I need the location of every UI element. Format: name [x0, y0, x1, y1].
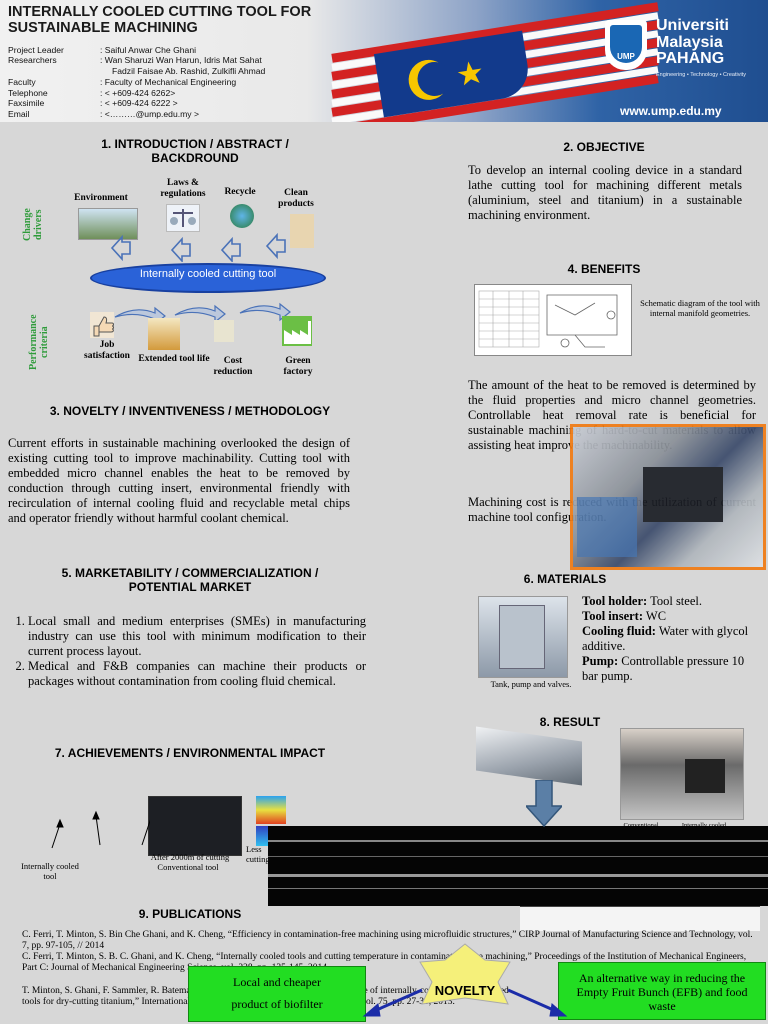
market-item-1: Local small and medium enterprises (SMEs…: [28, 614, 366, 659]
material-cooling-fluid: Cooling fluid: Water with glycol additiv…: [582, 624, 749, 653]
recycle-globe-icon: [230, 204, 254, 228]
schematic-diagram: [474, 284, 632, 356]
novelty-label: NOVELTY: [434, 983, 496, 998]
render-artifact-block: [268, 826, 768, 906]
result-down-arrow: [526, 780, 562, 828]
objective-text: To develop an internal cooling device in…: [468, 163, 742, 222]
university-website: www.ump.edu.my: [620, 104, 722, 118]
section9-heading: 9. PUBLICATIONS: [138, 907, 242, 921]
driver-environment: Environment: [74, 193, 128, 203]
info-faculty: Faculty: Faculty of Mechanical Engineeri…: [8, 77, 237, 87]
driver-laws: Laws & regulations: [160, 178, 206, 199]
driver-recycle: Recycle: [224, 187, 256, 197]
info-telephone: Telephone: < +609-424 6262>: [8, 88, 176, 98]
criteria-job-satisfaction: Job satisfaction: [84, 340, 130, 361]
university-tagline: Engineering • Technology • Creativity: [656, 72, 746, 78]
section1-heading: 1. INTRODUCTION / ABSTRACT / BACKDROUND: [101, 137, 289, 165]
green-factory-icon: [282, 316, 312, 346]
label-internally-cooled-tool: Internally cooled tool: [21, 861, 79, 881]
tank-pump-photo: [478, 596, 568, 678]
section5-heading: 5. MARKETABILITY / COMMERCIALIZATION / P…: [61, 566, 319, 594]
material-pump: Pump: Controllable pressure 10 bar pump.: [582, 654, 745, 683]
section6-heading: 6. MATERIALS: [523, 572, 607, 586]
label-conventional-tool: Conventional tool: [157, 862, 219, 872]
laws-image: [166, 204, 200, 232]
label-conventional-result: Conventional: [623, 822, 659, 829]
label-internally-cooled-result: Internally cooled: [681, 822, 727, 829]
schematic-drawing: [478, 290, 618, 348]
tank-caption: Tank, pump and valves.: [490, 679, 572, 689]
label-after-2000m: After 2000m of cutting: [150, 852, 230, 862]
right-arrowhead: [549, 1003, 568, 1017]
performance-criteria-label: Performance criteria: [28, 314, 50, 371]
efb-box: An alternative way in reducing the Empty…: [558, 962, 766, 1020]
microscope-photo: [148, 796, 242, 856]
criteria-extended-tool-life: Extended tool life: [138, 354, 210, 364]
label-less-cutting: Less cutting tool: [246, 844, 285, 864]
info-email: Email: <………@ump.edu.my >: [8, 109, 199, 119]
section7-heading: 7. ACHIEVEMENTS / ENVIRONMENTAL IMPACT: [54, 746, 326, 760]
publication-2: C. Ferri, T. Minton, S. B. C. Ghani, and…: [22, 952, 747, 973]
money-growth-image: [148, 318, 180, 350]
environment-image: [78, 208, 138, 240]
flag-canton: [373, 30, 533, 118]
criteria-cost-reduction: Cost reduction: [213, 356, 253, 377]
pointer-arrows: [51, 810, 150, 849]
machining-photo: [620, 728, 744, 820]
driver-clean-products: Clean products: [278, 188, 314, 209]
publication-1: C. Ferri, T. Minton, S. Bin Che Ghani, a…: [22, 930, 753, 951]
scales-icon: [170, 209, 196, 227]
change-drivers-label: Change drivers: [22, 208, 44, 242]
poster-title: INTERNALLY COOLED CUTTING TOOL FOR SUSTA…: [8, 4, 312, 36]
novelty-diagram: [362, 943, 568, 1017]
driver-arrows: [110, 232, 286, 262]
section2-heading: 2. OBJECTIVE: [563, 140, 645, 154]
center-ellipse: Internally cooled cutting tool: [90, 263, 326, 293]
tool-photo: [476, 726, 582, 786]
section3-heading: 3. NOVELTY / INVENTIVENESS / METHODOLOGY: [49, 404, 331, 418]
thumbs-up-icon: [90, 312, 114, 338]
left-arrowhead: [362, 1003, 381, 1017]
ruler-strip: [520, 906, 760, 931]
criteria-arrows: [114, 302, 291, 326]
biofilter-box: Local and cheaper product of biofilter: [188, 966, 366, 1022]
thermal-image-top: [256, 796, 286, 824]
schematic-caption: Schematic diagram of the tool with inter…: [640, 298, 760, 318]
marketability-list: Local small and medium enterprises (SMEs…: [6, 614, 366, 689]
criteria-green-factory: Green factory: [283, 356, 313, 377]
info-researchers-cont: Fadzil Faisae Ab. Rashid, Zulkifli Ahmad: [112, 66, 266, 76]
materials-list: Tool holder: Tool steel. Tool insert: WC…: [582, 594, 762, 684]
material-tool-holder: Tool holder: Tool steel.: [582, 594, 702, 608]
crescent-star-icon: [408, 59, 482, 100]
novelty-text: Current efforts in sustainable machining…: [8, 436, 350, 525]
market-item-2: Medical and F&B companies can machine th…: [28, 659, 366, 689]
clean-products-image: [290, 214, 314, 248]
section8-heading: 8. RESULT: [539, 715, 601, 729]
section4-heading: 4. BENEFITS: [567, 262, 641, 276]
ump-logo-text: UMP: [610, 25, 642, 63]
info-project-leader: Project Leader: Saiful Anwar Che Ghani: [8, 45, 197, 55]
info-researchers: Researchers: Wan Sharuzi Wan Harun, Idri…: [8, 55, 262, 65]
material-tool-insert: Tool insert: WC: [582, 609, 667, 623]
lab-photo: [570, 424, 766, 570]
university-name: Universiti Malaysia PAHANG: [656, 17, 729, 67]
info-fax: Faxsimile: < +609-424 6222 >: [8, 98, 178, 108]
cost-icon: [214, 320, 234, 342]
novelty-starburst: [419, 943, 511, 1005]
